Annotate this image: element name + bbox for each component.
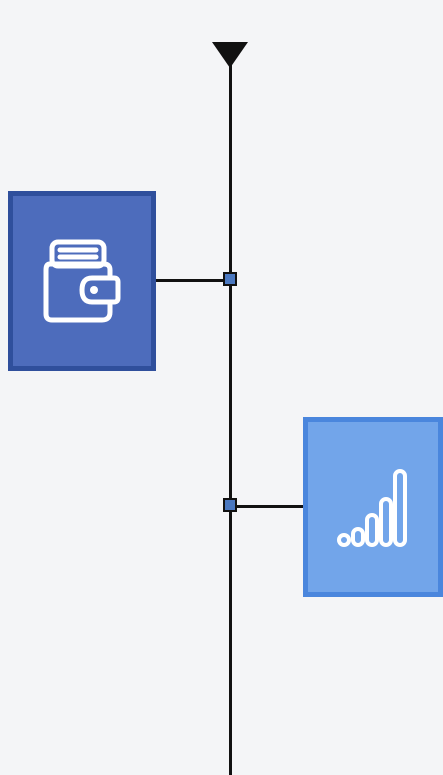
wallet-card[interactable]: [8, 191, 156, 371]
timeline-node-signal[interactable]: [223, 498, 237, 512]
wallet-connector: [156, 279, 230, 282]
signal-bars-icon: [335, 465, 411, 549]
signal-card[interactable]: [303, 417, 443, 597]
signal-connector: [231, 505, 304, 508]
timeline-node-wallet[interactable]: [223, 272, 237, 286]
timeline-line: [229, 62, 232, 775]
wallet-icon: [40, 236, 124, 326]
